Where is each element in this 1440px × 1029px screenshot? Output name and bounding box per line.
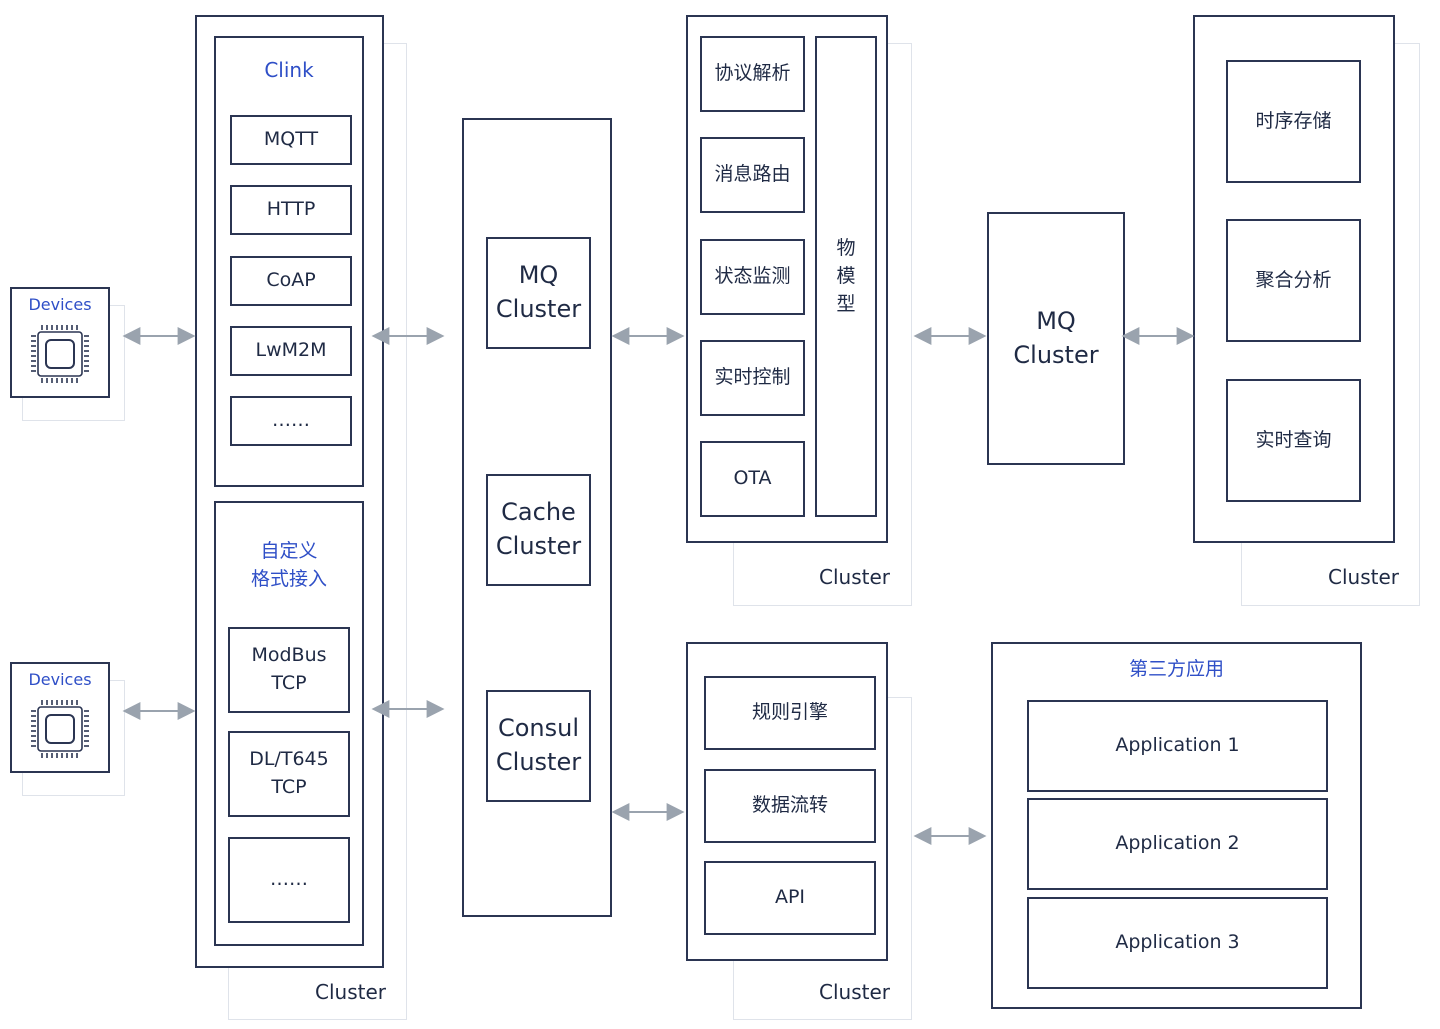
protocol-dlt645-tcp[interactable]: DL/T645 TCP [228, 731, 350, 817]
application-3[interactable]: Application 3 [1027, 897, 1328, 989]
aggregation-analysis[interactable]: 聚合分析 [1226, 219, 1361, 342]
protocol-more[interactable]: …… [230, 396, 352, 446]
cache-cluster[interactable]: Cache Cluster [486, 474, 591, 586]
cluster-label: Cluster [315, 980, 386, 1004]
mq-cluster[interactable]: MQ Cluster [486, 237, 591, 349]
clink-group[interactable]: Clink MQTT HTTP CoAP LwM2M …… [214, 36, 364, 487]
protocol-parsing[interactable]: 协议解析 [700, 36, 805, 112]
devices-label: Devices [28, 295, 92, 314]
rules-cluster[interactable]: 规则引擎 数据流转 API [686, 642, 888, 961]
realtime-query[interactable]: 实时查询 [1226, 379, 1361, 502]
protocol-modbus-tcp[interactable]: ModBus TCP [228, 627, 350, 713]
third-party-apps[interactable]: 第三方应用 Application 1 Application 2 Applic… [991, 642, 1362, 1009]
devices-box-2[interactable]: Devices [10, 662, 110, 773]
cluster-label: Cluster [819, 980, 890, 1004]
cluster-label: Cluster [819, 565, 890, 589]
message-routing[interactable]: 消息路由 [700, 137, 805, 213]
timeseries-storage[interactable]: 时序存储 [1226, 60, 1361, 183]
gateway-cluster[interactable]: Clink MQTT HTTP CoAP LwM2M …… 自定义 格式接入 M… [195, 15, 384, 968]
storage-cluster[interactable]: 时序存储 聚合分析 实时查询 [1193, 15, 1395, 543]
thing-model[interactable]: 物 模 型 [815, 36, 877, 517]
clink-title: Clink [264, 58, 314, 82]
chip-icon [31, 325, 89, 383]
protocol-more[interactable]: …… [228, 837, 350, 923]
protocol-coap[interactable]: CoAP [230, 256, 352, 306]
devices-box-1[interactable]: Devices [10, 287, 110, 398]
consul-cluster[interactable]: Consul Cluster [486, 690, 591, 802]
rule-engine[interactable]: 规则引擎 [704, 676, 876, 750]
realtime-control[interactable]: 实时控制 [700, 340, 805, 416]
chip-icon [31, 700, 89, 758]
custom-format-title: 自定义 格式接入 [250, 540, 327, 590]
status-monitoring[interactable]: 状态监测 [700, 239, 805, 315]
protocol-lwm2m[interactable]: LwM2M [230, 326, 352, 376]
middleware-cluster[interactable]: MQ Cluster Cache Cluster Consul Cluster [462, 118, 612, 917]
application-1[interactable]: Application 1 [1027, 700, 1328, 792]
ota[interactable]: OTA [700, 441, 805, 517]
thing-model-label: 物 模 型 [836, 237, 856, 315]
custom-format-group[interactable]: 自定义 格式接入 ModBus TCP DL/T645 TCP …… [214, 501, 364, 946]
data-forwarding[interactable]: 数据流转 [704, 769, 876, 843]
third-party-title: 第三方应用 [1128, 658, 1224, 680]
devices-label: Devices [28, 670, 92, 689]
protocol-http[interactable]: HTTP [230, 185, 352, 235]
api[interactable]: API [704, 861, 876, 935]
protocol-mqtt[interactable]: MQTT [230, 115, 352, 165]
processing-cluster[interactable]: 协议解析 消息路由 状态监测 实时控制 OTA 物 模 型 [686, 15, 888, 543]
application-2[interactable]: Application 2 [1027, 798, 1328, 890]
cluster-label: Cluster [1328, 565, 1399, 589]
